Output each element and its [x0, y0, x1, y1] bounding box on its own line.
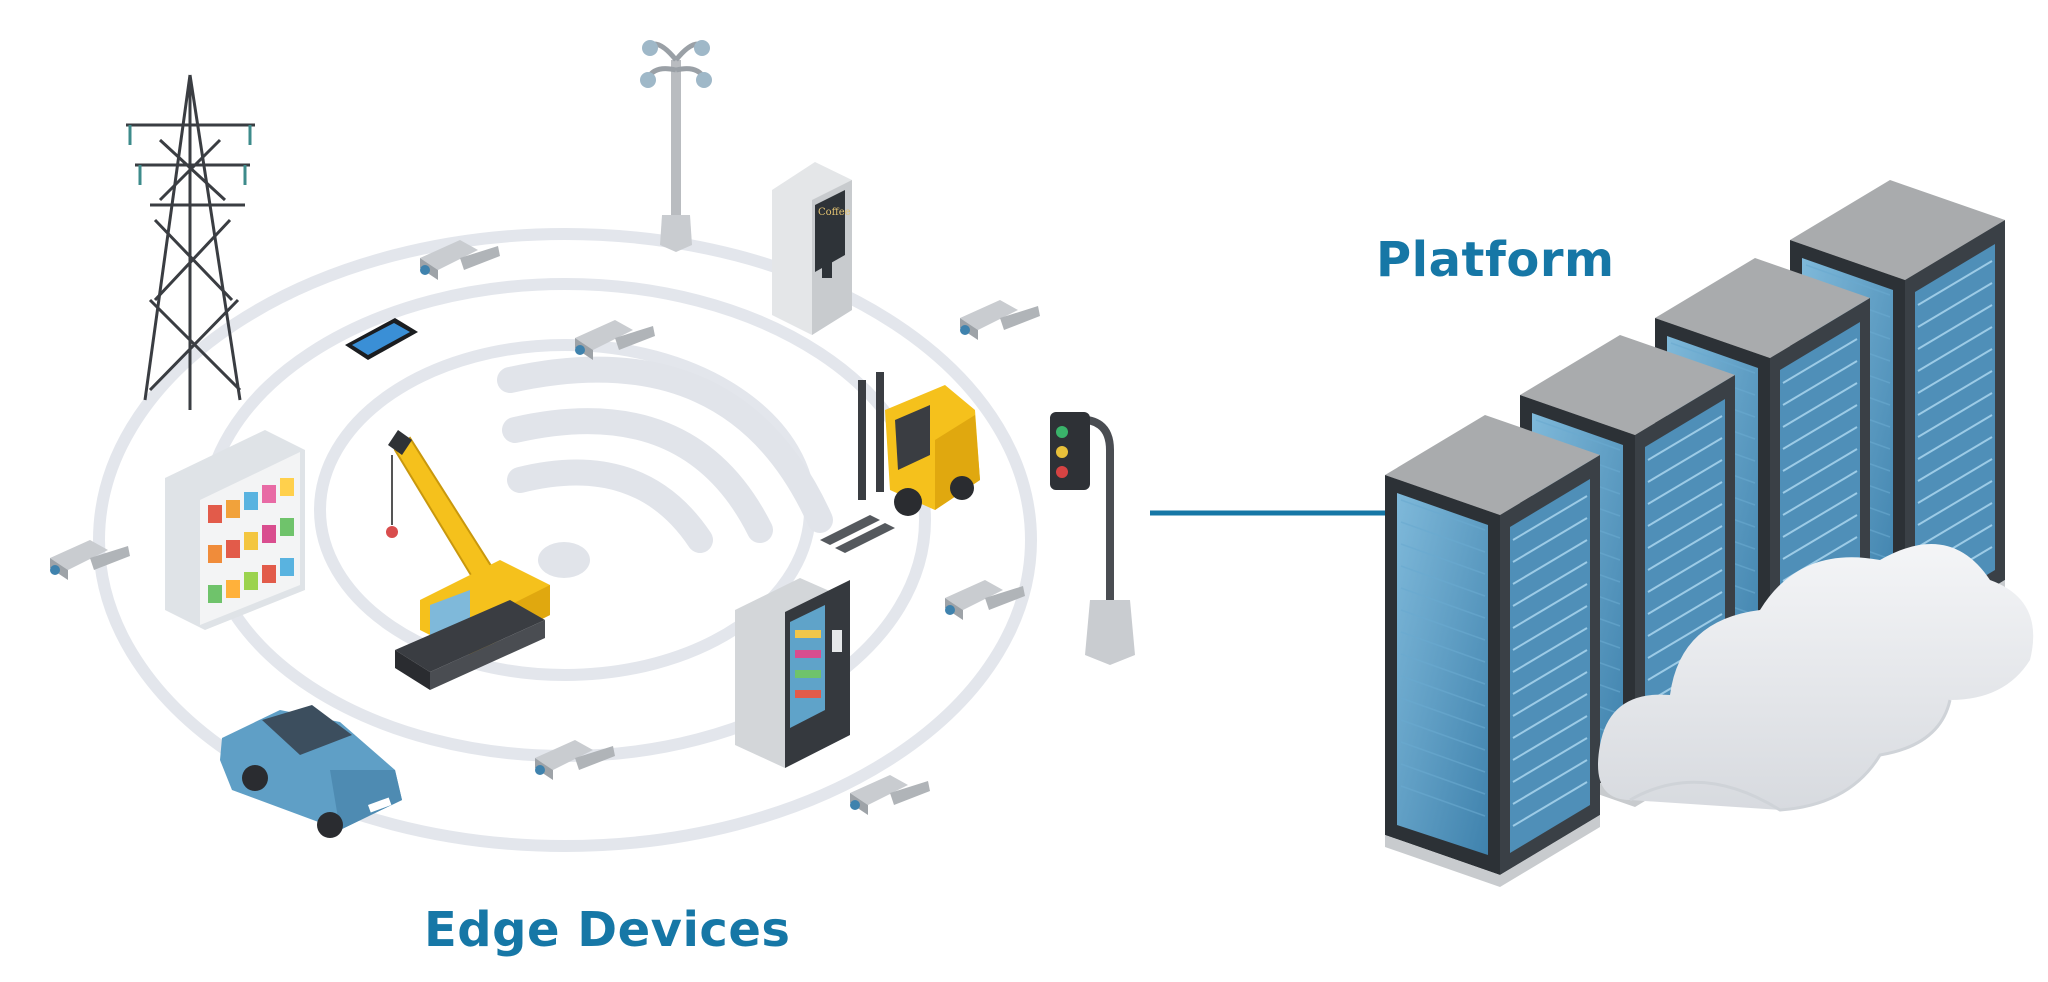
vending-machine-icon — [735, 578, 850, 768]
edge-devices-label: Edge Devices — [424, 902, 791, 958]
traffic-light-icon — [1050, 412, 1135, 665]
security-camera-icon — [945, 580, 1025, 620]
server-racks — [1385, 180, 2005, 887]
crane-icon — [386, 430, 550, 690]
power-pylon-icon — [126, 74, 255, 410]
coffee-machine-brand: Coffee — [818, 207, 851, 218]
security-camera-icon — [535, 740, 615, 780]
security-camera-icon — [960, 300, 1040, 340]
outer-ring — [93, 228, 1037, 852]
security-camera-icon — [420, 240, 500, 280]
security-cameras — [50, 240, 1040, 815]
street-lamp-icon — [640, 40, 712, 252]
wifi-icon — [497, 356, 833, 578]
store-shelf-icon — [165, 430, 305, 630]
security-camera-icon — [575, 320, 655, 360]
server-rack-icon — [1385, 415, 1600, 887]
car-icon — [220, 705, 402, 838]
forklift-icon — [820, 372, 980, 553]
security-camera-icon — [50, 540, 130, 580]
cloud-icon — [1598, 544, 2034, 812]
security-camera-icon — [850, 775, 930, 815]
platform-label: Platform — [1376, 232, 1615, 288]
smartphone-icon — [345, 318, 418, 360]
coffee-machine-icon: Coffee — [772, 162, 852, 335]
